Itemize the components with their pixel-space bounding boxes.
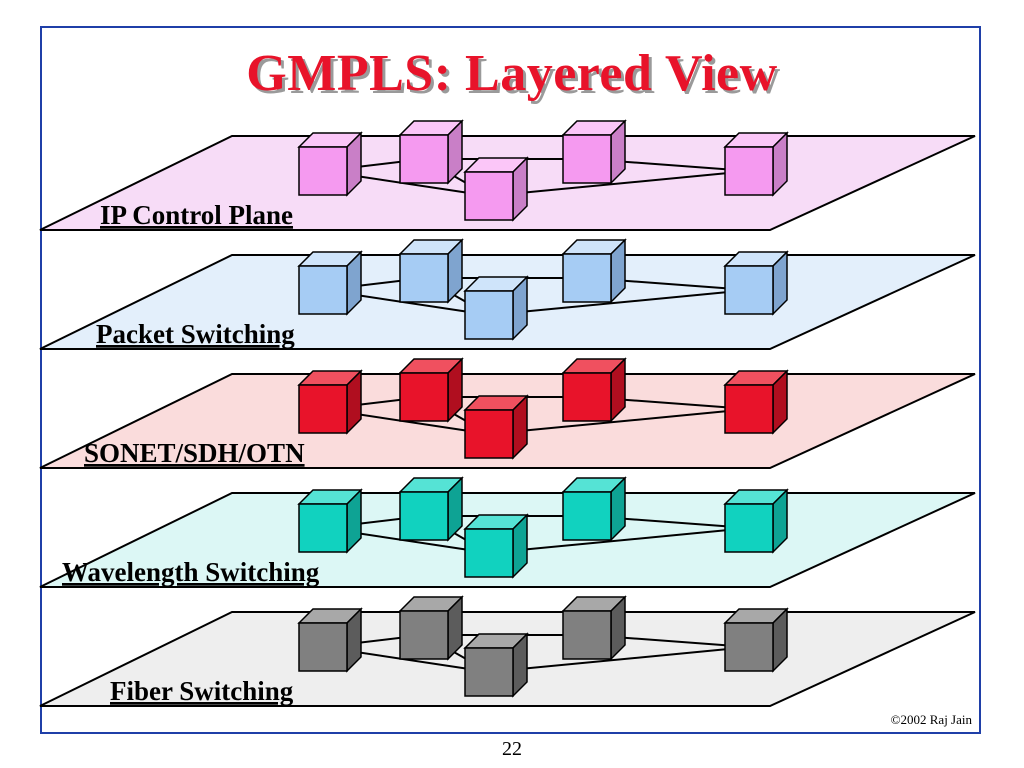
switch-node bbox=[297, 369, 363, 435]
switch-node bbox=[723, 131, 789, 197]
layer-link bbox=[488, 527, 750, 554]
switch-node bbox=[723, 607, 789, 673]
switch-node-front bbox=[298, 384, 348, 434]
switch-node-front bbox=[399, 491, 449, 541]
switch-node-front bbox=[562, 372, 612, 422]
layer-link bbox=[488, 289, 750, 316]
switch-node bbox=[297, 488, 363, 554]
switch-node bbox=[297, 250, 363, 316]
switch-node-front bbox=[724, 146, 774, 196]
switch-node-front bbox=[464, 409, 514, 459]
switch-node-front bbox=[399, 134, 449, 184]
layer-label: SONET/SDH/OTN bbox=[84, 438, 305, 468]
layer-1: IP Control Plane bbox=[39, 119, 976, 231]
switch-node bbox=[463, 156, 529, 222]
layer-label: IP Control Plane bbox=[100, 200, 293, 230]
switch-node bbox=[463, 394, 529, 460]
switch-node bbox=[561, 595, 627, 661]
switch-node-front bbox=[399, 610, 449, 660]
switch-node bbox=[723, 488, 789, 554]
switch-node-front bbox=[724, 384, 774, 434]
layer-2: Packet Switching bbox=[39, 238, 976, 350]
layer-5: Fiber Switching bbox=[39, 595, 976, 707]
switch-node-front bbox=[399, 253, 449, 303]
switch-node-front bbox=[724, 265, 774, 315]
switch-node bbox=[723, 369, 789, 435]
switch-node-front bbox=[724, 622, 774, 672]
switch-node-front bbox=[464, 528, 514, 578]
switch-node-front bbox=[562, 491, 612, 541]
switch-node bbox=[561, 238, 627, 304]
switch-node bbox=[463, 275, 529, 341]
switch-node-front bbox=[298, 622, 348, 672]
switch-node-front bbox=[464, 171, 514, 221]
layer-label: Fiber Switching bbox=[110, 676, 294, 706]
switch-node bbox=[398, 357, 464, 423]
switch-node bbox=[398, 238, 464, 304]
switch-node bbox=[561, 476, 627, 542]
switch-node bbox=[297, 607, 363, 673]
switch-node bbox=[463, 513, 529, 579]
switch-node bbox=[297, 131, 363, 197]
slide-title: GMPLS: Layered View bbox=[246, 45, 778, 102]
switch-node-front bbox=[298, 503, 348, 553]
layer-link bbox=[488, 408, 750, 435]
switch-node bbox=[398, 119, 464, 185]
switch-node-front bbox=[298, 146, 348, 196]
switch-node-front bbox=[464, 290, 514, 340]
copyright-text: ©2002 Raj Jain bbox=[890, 712, 972, 727]
switch-node bbox=[723, 250, 789, 316]
layer-link bbox=[488, 646, 750, 673]
switch-node bbox=[398, 595, 464, 661]
switch-node-front bbox=[562, 610, 612, 660]
layer-label: Wavelength Switching bbox=[62, 557, 320, 587]
switch-node-front bbox=[298, 265, 348, 315]
page-number: 22 bbox=[502, 738, 522, 760]
switch-node-front bbox=[464, 647, 514, 697]
switch-node-front bbox=[562, 134, 612, 184]
layer-3: SONET/SDH/OTN bbox=[39, 357, 976, 469]
switch-node bbox=[398, 476, 464, 542]
switch-node bbox=[561, 357, 627, 423]
layer-link bbox=[488, 170, 750, 197]
layer-4: Wavelength Switching bbox=[39, 476, 976, 588]
switch-node bbox=[463, 632, 529, 698]
layer-label: Packet Switching bbox=[96, 319, 295, 349]
switch-node-front bbox=[724, 503, 774, 553]
switch-node bbox=[561, 119, 627, 185]
switch-node-front bbox=[562, 253, 612, 303]
switch-node-front bbox=[399, 372, 449, 422]
